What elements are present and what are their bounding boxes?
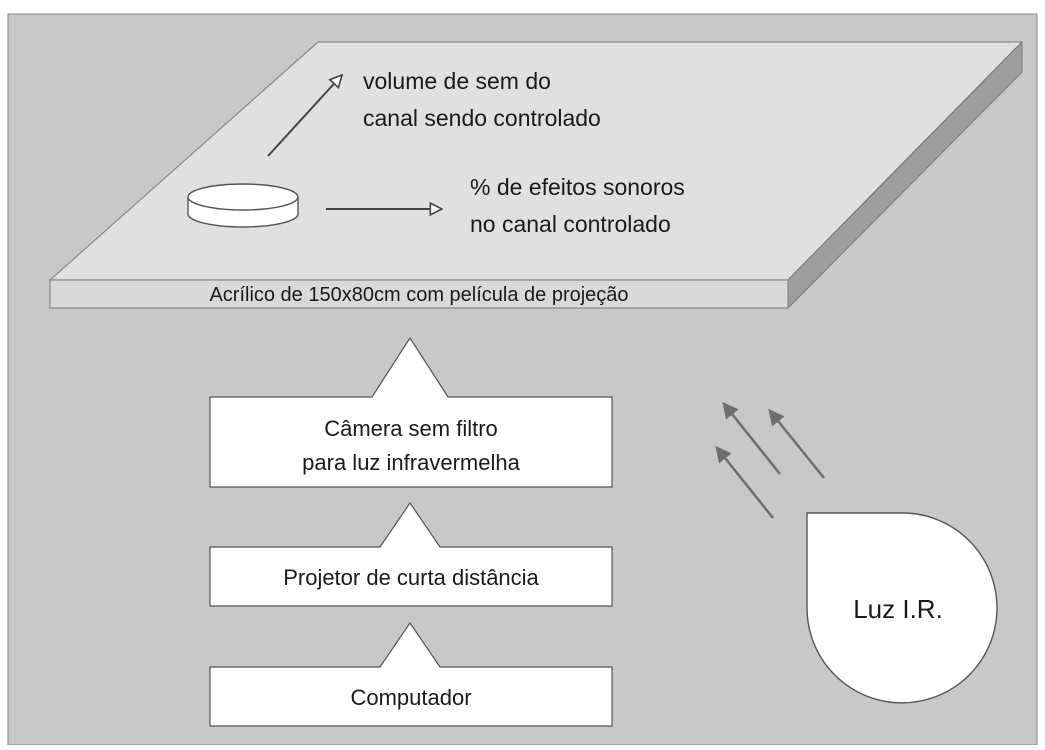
volume-label-line2: canal sendo controlado [363, 105, 601, 131]
ir-ray-2 [768, 408, 825, 479]
camera-label-line2: para luz infravermelha [302, 450, 520, 475]
computer-label: Computador [350, 685, 471, 710]
projector-box: Projetor de curta distância [209, 501, 613, 607]
acrylic-plate: Acrílico de 150x80cm com película de pro… [48, 40, 1024, 310]
volume-label-line1: volume de sem do [363, 68, 551, 94]
camera-label-line1: Câmera sem filtro [324, 416, 498, 441]
ir-light-label: Luz I.R. [853, 594, 943, 624]
plate-front-edge [49, 279, 789, 309]
ir-ray-3 [715, 445, 774, 519]
ir-ray-1 [722, 401, 781, 475]
camera-box: Câmera sem filtro para luz infravermelha [209, 336, 613, 488]
ir-light-drop-icon: Luz I.R. [806, 512, 998, 704]
acrylic-label: Acrílico de 150x80cm com película de pro… [209, 284, 628, 306]
ir-rays [715, 401, 825, 519]
volume-arrow [267, 75, 342, 157]
effects-label-line1: % de efeitos sonoros [470, 174, 685, 200]
computer-box: Computador [209, 621, 613, 727]
effects-label-line2: no canal controlado [470, 211, 671, 237]
cylinder-puck-icon [187, 183, 299, 228]
projector-label: Projetor de curta distância [283, 565, 539, 590]
